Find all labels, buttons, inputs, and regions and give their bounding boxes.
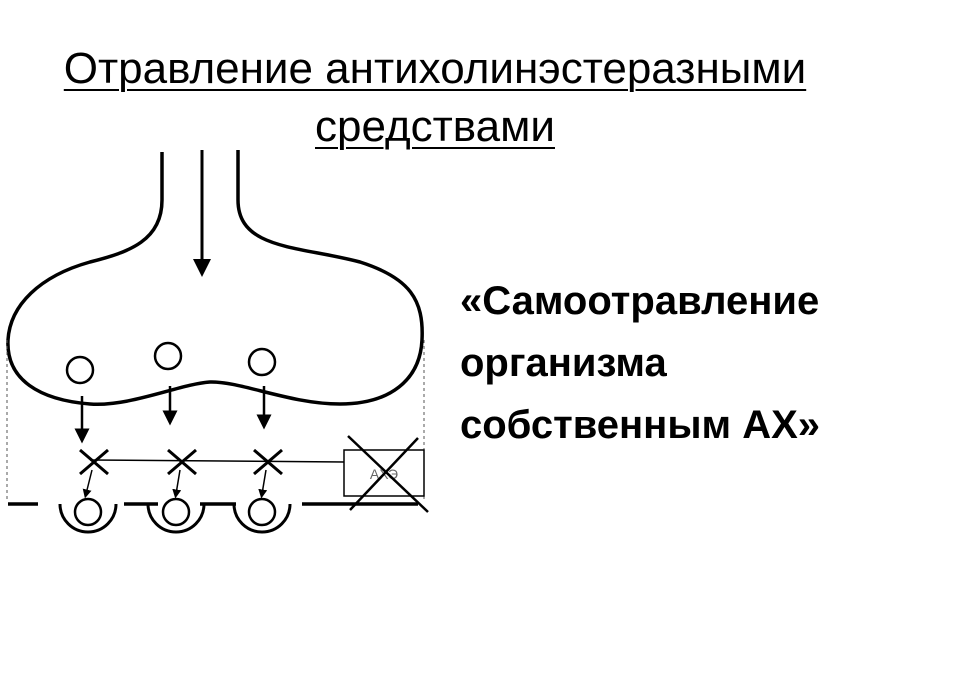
enzyme-inhibited-mark	[347, 435, 429, 513]
vesicle	[153, 341, 183, 371]
receptor	[161, 497, 191, 527]
binding-arrow	[258, 469, 268, 499]
receptor	[73, 497, 103, 527]
block-mark	[167, 448, 197, 476]
slide-title: Отравление антихолинэстеразными средства…	[0, 40, 870, 156]
quote-text: «Самоотравление организма собственным АХ…	[460, 270, 940, 456]
quote-line-3: собственным АХ»	[460, 403, 820, 447]
receptor-cup	[146, 503, 206, 534]
title-line-2: средствами	[315, 102, 555, 151]
quote-line-2: организма	[460, 341, 667, 385]
binding-arrow	[82, 469, 93, 499]
receptor-cup	[58, 503, 118, 534]
vesicle	[65, 355, 95, 385]
block-mark	[79, 448, 109, 476]
binding-arrow	[172, 469, 182, 499]
enzyme-line	[89, 459, 346, 463]
presynaptic-terminal	[6, 150, 424, 406]
vesicle	[247, 347, 277, 377]
block-mark	[253, 448, 283, 476]
receptor	[247, 497, 277, 527]
quote-line-1: «Самоотравление	[460, 279, 820, 323]
title-line-1: Отравление антихолинэстеразными	[63, 44, 807, 93]
receptor-cup	[232, 503, 292, 534]
